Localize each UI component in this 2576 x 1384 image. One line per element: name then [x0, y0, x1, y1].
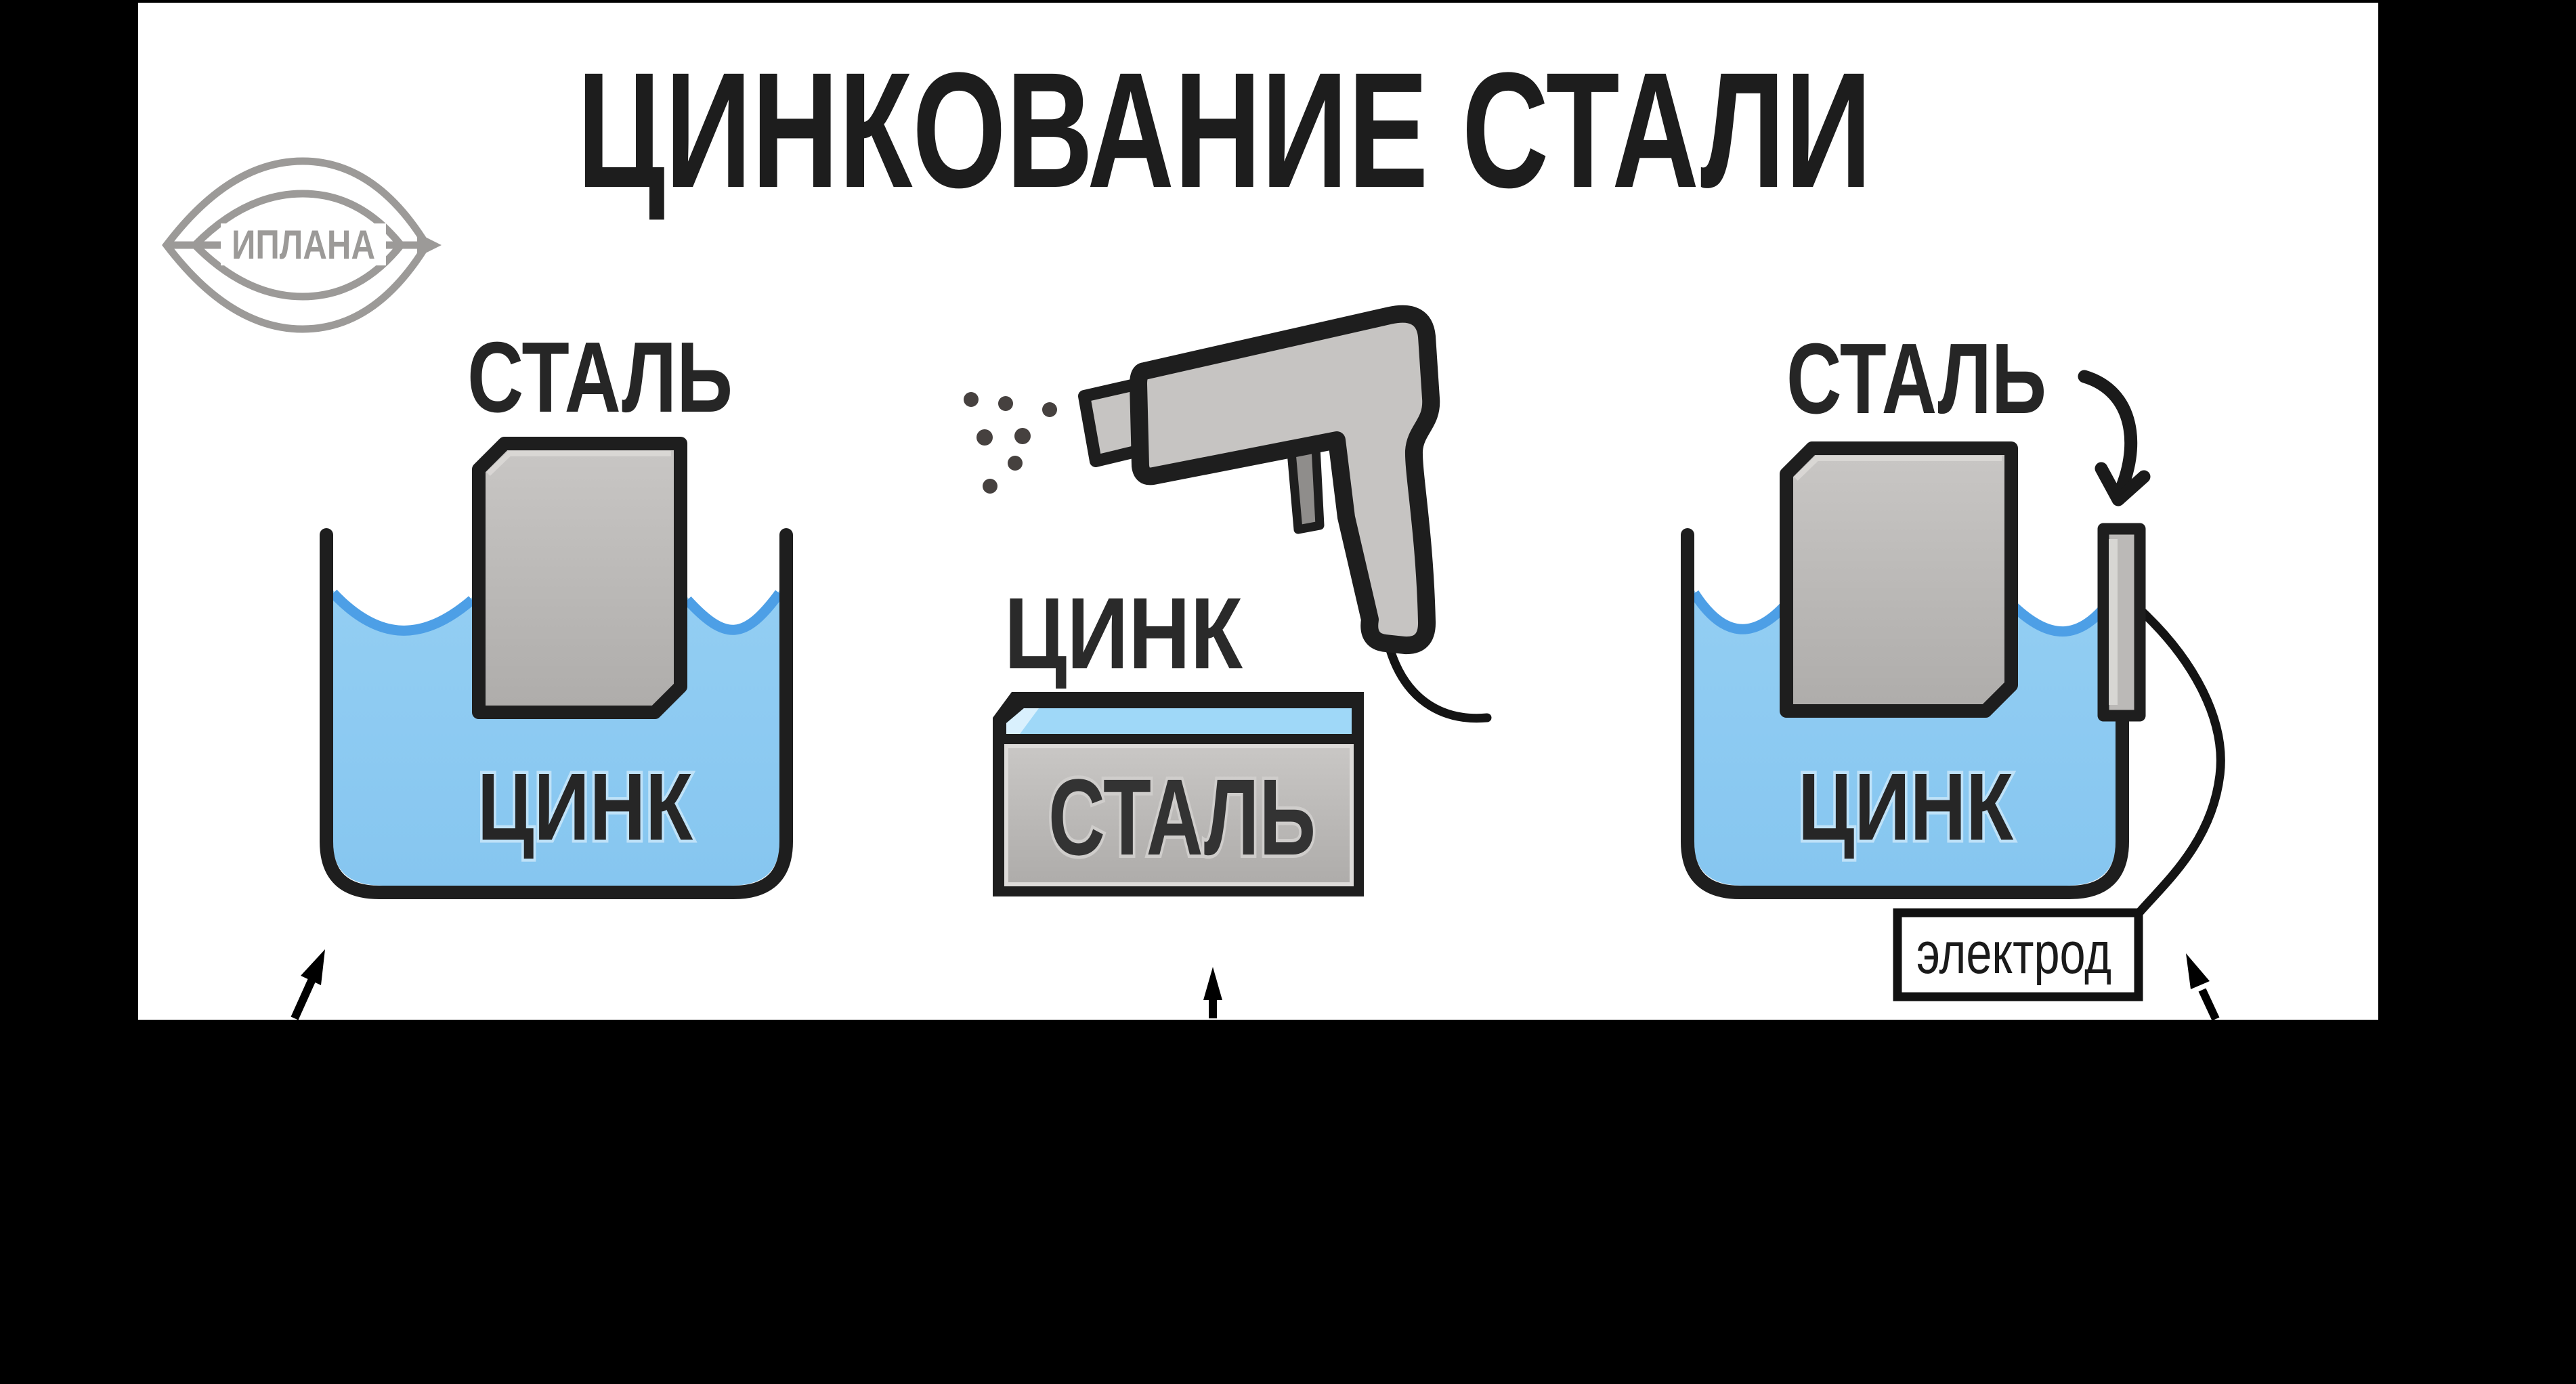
page-title: ЦИНКОВАНИЕ СТАЛИ	[577, 39, 1872, 222]
hot-dip-zinc-label: ЦИНК	[477, 753, 693, 860]
hot-dip-diagram: СТАЛЬ ЦИНК	[291, 322, 793, 1020]
spray-pointer-arrow-icon	[1203, 967, 1222, 1018]
tank-icon	[1681, 528, 2129, 899]
logo-brand-text: ИПЛАНА	[232, 222, 375, 267]
slab-face	[1004, 744, 1354, 886]
steel-plate-highlight	[486, 451, 671, 476]
electrode-callout-box: электрод	[1893, 908, 2143, 1001]
hot-dip-steel-label: СТАЛЬ	[467, 322, 733, 433]
steel-plate-icon	[1780, 441, 2018, 718]
electrode-curved-arrow-icon	[2078, 370, 2151, 506]
logo-arrow-icon	[417, 233, 442, 257]
liquid-surface-icon	[329, 589, 784, 636]
gun-trigger-icon	[1287, 442, 1325, 534]
spray-gun-icon	[1078, 305, 1492, 723]
steel-plate-icon	[472, 437, 687, 719]
hot-dip-pointer-arrow-icon	[291, 949, 325, 1020]
steel-slab-icon: СТАЛЬ	[993, 692, 1364, 896]
electro-pointer-arrow-icon	[2186, 953, 2220, 1021]
wire-icon	[2134, 606, 2225, 918]
zinc-coating-highlight	[1006, 708, 1039, 734]
electro-zinc-label: ЦИНК	[1798, 753, 2014, 860]
electrode-icon	[2097, 523, 2146, 722]
gun-body-icon	[1130, 305, 1440, 655]
logo-text-backing	[221, 223, 386, 265]
zinc-coating-icon	[1006, 708, 1352, 734]
spray-particles-icon	[964, 392, 1057, 494]
spray-zinc-label: ЦИНК	[1004, 576, 1243, 690]
electro-steel-label: СТАЛЬ	[1786, 323, 2046, 435]
spray-diagram: ЦИНК СТАЛЬ	[964, 305, 1492, 1018]
electrode-label: электрод	[1916, 921, 2111, 986]
electro-diagram: СТАЛЬ ЦИНК электрод	[1681, 323, 2225, 1021]
spray-steel-label: СТАЛЬ	[1048, 756, 1316, 878]
tank-icon	[320, 528, 793, 899]
steel-plate-highlight	[1794, 456, 2002, 481]
brand-logo: ИПЛАНА	[162, 157, 442, 333]
gun-power-cord-icon	[1383, 639, 1492, 723]
